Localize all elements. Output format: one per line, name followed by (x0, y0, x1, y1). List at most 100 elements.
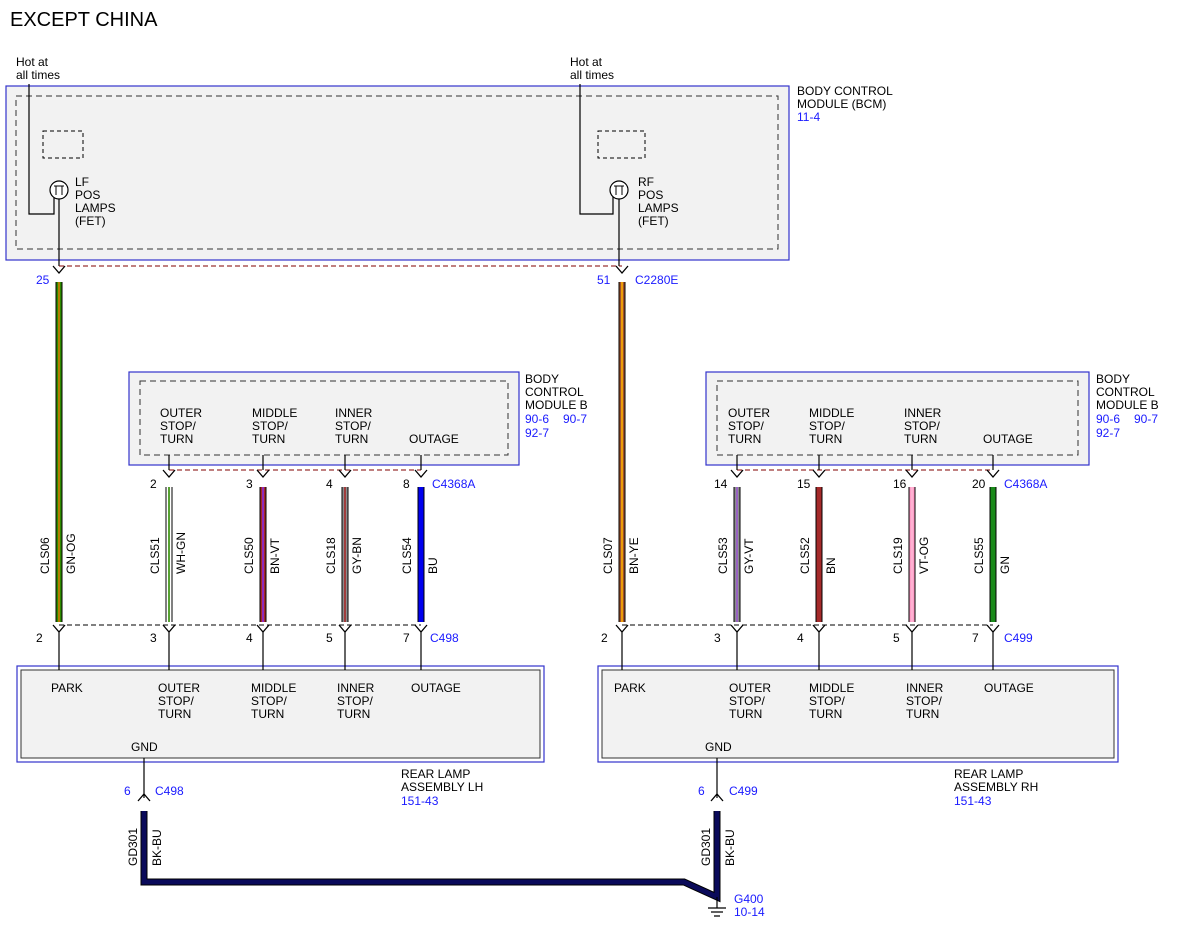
lh-bcmb-pin-1: 2 (150, 477, 157, 491)
lh-lamp-outer-label: OUTER STOP/ TURN (158, 681, 203, 721)
lh-gnd-pin: 6 (124, 784, 131, 798)
ground-wire (141, 811, 720, 901)
rh-lamp-pin-2: 4 (797, 631, 804, 645)
lh-lamp-pin-arrow-0 (52, 624, 66, 633)
rh-lamp-gnd: GND (705, 740, 732, 754)
rh-gnd-connector: C499 (729, 784, 758, 798)
bcm-box (5, 85, 790, 261)
hot-label-left: Hot at all times (16, 55, 60, 82)
c4368a-lh-label: C4368A (432, 477, 475, 491)
rh-lamp-pin-park: 2 (601, 631, 608, 645)
bcmb-rh-output-outer: OUTER STOP/ TURN (728, 406, 773, 446)
bcmb-rh-output-middle: MIDDLE STOP/ TURN (809, 406, 858, 446)
lh-color-cls54: BU (426, 557, 440, 574)
rh-bcmb-pin-arrow-4 (986, 469, 1000, 478)
pin-51-arrow (615, 265, 629, 274)
bcmb-rh-name: BODY CONTROL MODULE B (1096, 372, 1159, 412)
lh-lamp-gnd: GND (131, 740, 158, 754)
bcmb-lh-output-outer: OUTER STOP/ TURN (160, 406, 205, 446)
bcm-ref: 11-4 (797, 110, 820, 124)
rh-wire-cls53-stripe (736, 487, 738, 622)
rh-bcmb-pin-4: 20 (972, 477, 986, 491)
lh-lamp-pin-arrow-1 (162, 624, 176, 633)
lh-color-cls06: GN-OG (64, 533, 78, 574)
ground-symbol-icon (708, 907, 726, 917)
rh-circuit-cls07: CLS07 (601, 537, 615, 574)
hot-label-right: Hot at all times (570, 55, 614, 82)
lh-bcmb-pin-3: 4 (326, 477, 333, 491)
rh-lamp-outage: OUTAGE (984, 681, 1034, 695)
lh-wire-cls51-stripe (168, 487, 170, 622)
rf-fet-symbol (614, 185, 624, 195)
bcmb-rh-output-inner: INNER STOP/ TURN (904, 406, 945, 446)
lh-gnd-pin-arrow (137, 793, 151, 802)
rf-feed-wire (579, 84, 614, 215)
rh-circuit-cls55: CLS55 (972, 537, 986, 574)
lh-bcmb-pin-4: 8 (403, 477, 410, 491)
bcmb-rh-box (705, 371, 1090, 466)
lh-bcmb-pin-arrow-1 (162, 469, 176, 478)
rh-lamp-pin-arrow-1 (730, 624, 744, 633)
lh-bcmb-pin-2: 3 (246, 477, 253, 491)
bcmb-rh-refs: 90-6 90-7 92-7 (1096, 412, 1161, 440)
rh-lamp-box (601, 669, 1115, 759)
rh-lamp-pin-arrow-3 (905, 624, 919, 633)
rf-fet-dash-box (597, 130, 646, 159)
rf-fet-label: RF POS LAMPS (FET) (638, 175, 682, 228)
bcmb-lh-output-middle: MIDDLE STOP/ TURN (252, 406, 301, 446)
lh-bcmb-pin-arrow-2 (256, 469, 270, 478)
c4368a-rh-label: C4368A (1004, 477, 1047, 491)
lh-assembly-name: REAR LAMP ASSEMBLY LH (401, 767, 483, 794)
lf-feed-wire (28, 84, 55, 215)
rh-lamp-pin-4: 7 (972, 631, 979, 645)
lf-fet-symbol (54, 185, 64, 195)
lh-lamp-pin-arrow-2 (256, 624, 270, 633)
bcm-name: BODY CONTROL MODULE (BCM) (797, 84, 896, 111)
lh-lamp-outage: OUTAGE (411, 681, 461, 695)
lh-lamp-middle-label: MIDDLE STOP/ TURN (251, 681, 300, 721)
bcmb-rh-inner-dash (716, 380, 1079, 456)
page-title: EXCEPT CHINA (10, 9, 158, 31)
lh-circuit-cls51: CLS51 (148, 537, 162, 574)
rh-lamp-inner-label: INNER STOP/ TURN (906, 681, 947, 721)
lh-gnd-connector: C498 (155, 784, 184, 798)
lh-circuit-cls06: CLS06 (38, 537, 52, 574)
lh-lamp-pin-4: 7 (403, 631, 410, 645)
rh-assembly-ref: 151-43 (954, 794, 992, 808)
pin-25-label: 25 (36, 273, 50, 287)
lh-color-cls50: BN-VT (268, 537, 282, 574)
lh-color-cls51: WH-GN (174, 532, 188, 574)
lh-wire-cls06-stripe (58, 282, 60, 622)
rh-wire-cls52-base (816, 487, 822, 622)
lh-lamp-pin-arrow-3 (338, 624, 352, 633)
rh-wire-cls07-stripe (621, 282, 623, 622)
rh-lamp-middle-label: MIDDLE STOP/ TURN (809, 681, 858, 721)
rh-bcmb-pin-3: 16 (893, 477, 907, 491)
ground-id: G400 (734, 892, 764, 906)
rh-ground-color: BK-BU (723, 829, 737, 866)
lh-lamp-pin-3: 5 (326, 631, 333, 645)
rh-lamp-pin-arrow-4 (986, 624, 1000, 633)
lh-wire-cls54-base (418, 487, 424, 622)
rh-lamp-pin-1: 3 (714, 631, 721, 645)
bcmb-lh-output-inner: INNER STOP/ TURN (335, 406, 376, 446)
rh-circuit-cls19: CLS19 (891, 537, 905, 574)
lh-lamp-inner-label: INNER STOP/ TURN (337, 681, 378, 721)
rh-circuit-cls52: CLS52 (798, 537, 812, 574)
rh-lamp-pin-3: 5 (893, 631, 900, 645)
lh-wire-cls50-stripe (262, 487, 264, 622)
lf-fet-icon (49, 180, 69, 200)
bcmb-lh-name: BODY CONTROL MODULE B (525, 372, 588, 412)
rh-lamp-pin-arrow-0 (615, 624, 629, 633)
bcmb-lh-output-outage: OUTAGE (409, 432, 459, 446)
lh-lamp-pin-1: 3 (150, 631, 157, 645)
rh-gnd-pin: 6 (698, 784, 705, 798)
lh-lamp-pin-arrow-4 (414, 624, 428, 633)
lh-ground-color: BK-BU (150, 829, 164, 866)
rh-color-cls53: GY-VT (742, 538, 756, 574)
c498-label: C498 (430, 631, 459, 645)
lf-fet-dash-box (42, 130, 84, 159)
rh-ground-circuit: GD301 (699, 828, 713, 866)
